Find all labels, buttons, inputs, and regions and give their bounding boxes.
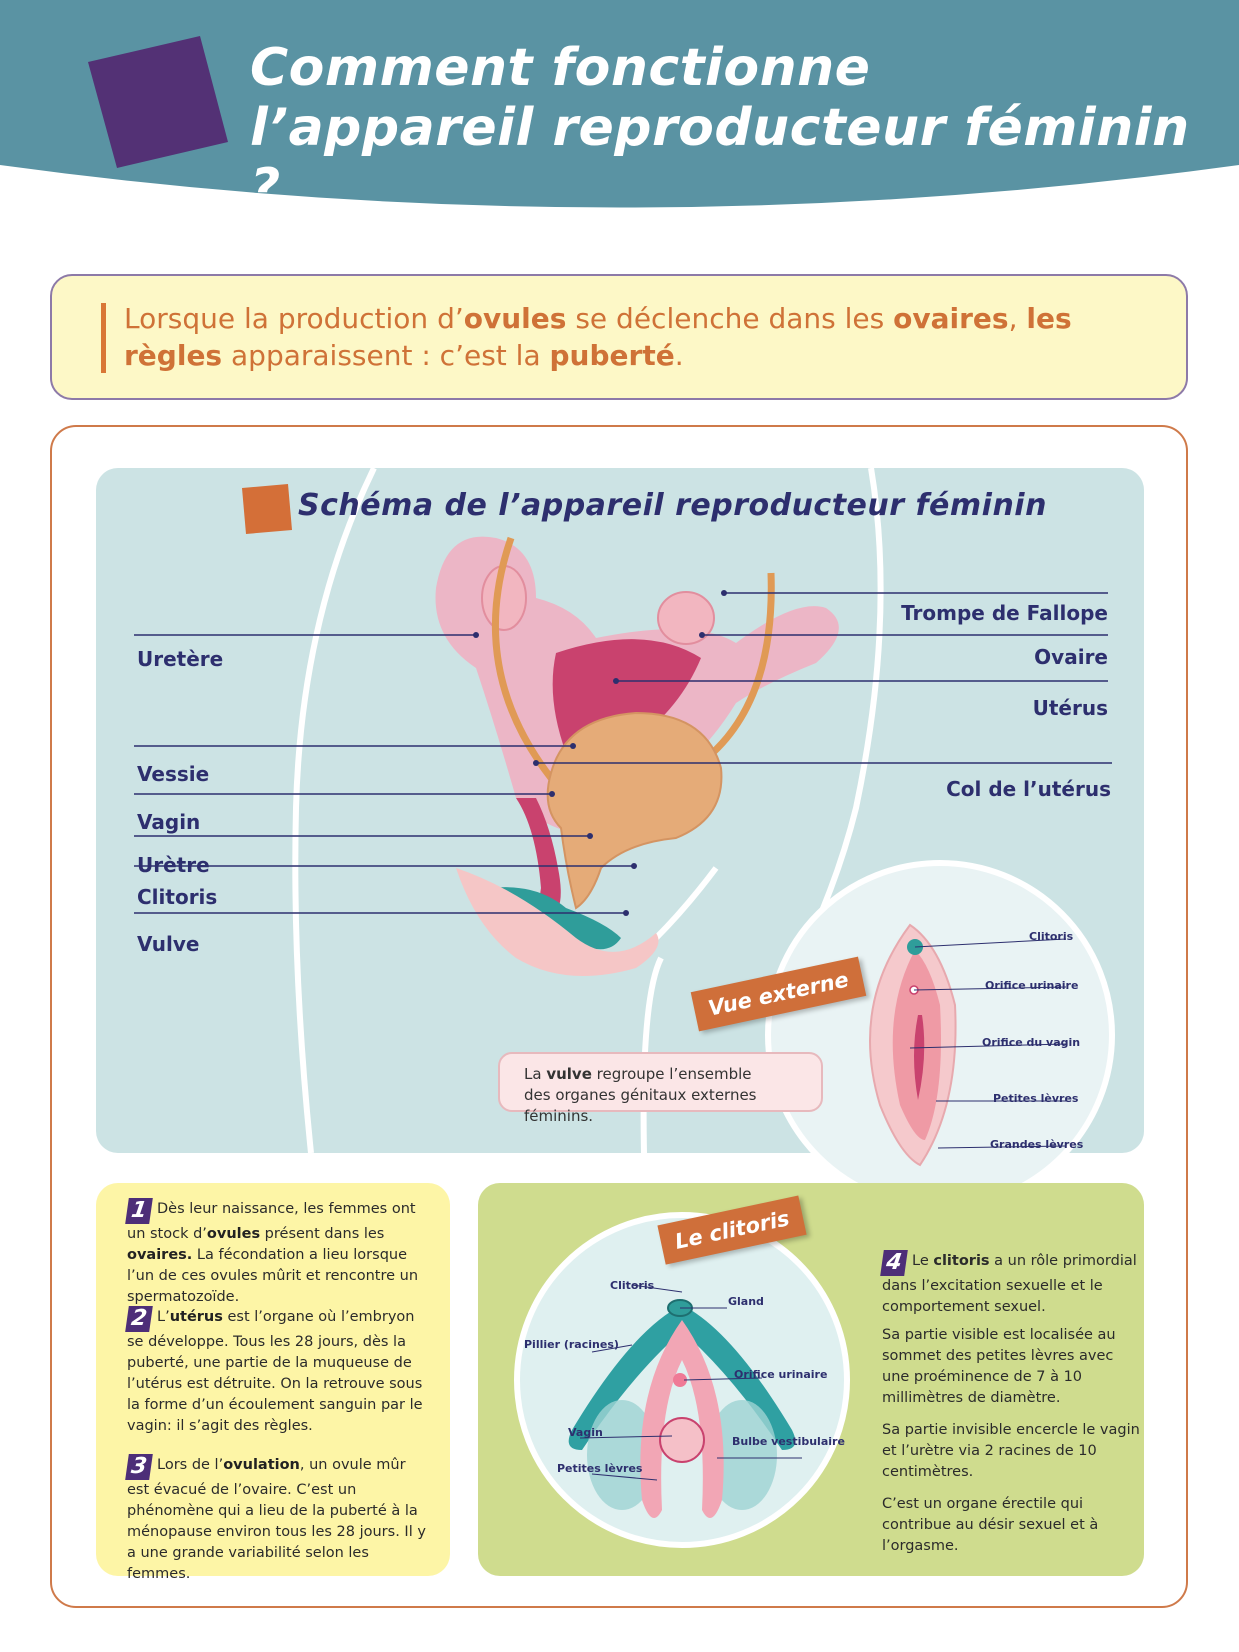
diagram-square-icon [242,484,292,534]
label-vagina: Vagin [137,810,201,834]
label-cervix: Col de l’utérus [946,777,1111,801]
label-uterus: Utérus [1032,696,1108,720]
label-fallopian-tube: Trompe de Fallope [901,601,1108,625]
clitoris-illustration [514,1212,850,1548]
page-title: Comment fonctionne l’appareil reproducte… [250,38,1190,218]
label-urethra: Urètre [137,853,210,877]
ext-label-urinary-orifice: Orifice urinaire [985,979,1079,992]
vulva-note: La vulve regroupe l’ensemble des organes… [498,1052,823,1125]
header-square-icon [88,36,228,168]
clit-label-vagina: Vagin [568,1426,603,1439]
clit-label-vestibular-bulb: Bulbe vestibulaire [732,1435,845,1448]
ext-label-vaginal-orifice: Orifice du vagin [982,1036,1081,1049]
intro-accent-bar [101,303,106,373]
header-band [0,0,1239,208]
intro-text: Lorsque la production d’ovules se déclen… [124,302,1072,372]
external-view-illustration [765,860,1115,1210]
number-badge-4: 4 [880,1250,908,1276]
clit-label-pillar: Pillier (racines) [524,1338,619,1351]
diagram-title: Schéma de l’appareil reproducteur fémini… [298,488,1047,523]
number-badge-2: 2 [125,1306,153,1332]
paragraph-5: Sa partie visible est localisée au somme… [882,1327,1116,1406]
ext-label-labia-minora: Petites lèvres [993,1092,1079,1105]
number-badge-1: 1 [125,1198,153,1224]
clit-label-labia-minora: Petites lèvres [557,1462,643,1475]
label-clitoris: Clitoris [137,885,218,909]
label-vulva: Vulve [137,932,200,956]
paragraph-7: C’est un organe érectile qui contribue a… [882,1496,1099,1554]
label-ovary: Ovaire [1034,645,1108,669]
label-bladder: Vessie [137,762,210,786]
ext-label-clitoris: Clitoris [1029,930,1074,943]
label-ureter: Uretère [137,647,224,671]
ext-label-labia-majora: Grandes lèvres [990,1138,1084,1151]
clit-label-urinary-orifice: Orifice urinaire [734,1368,828,1381]
intro-box: Lorsque la production d’ovules se déclen… [50,274,1188,400]
paragraph-6: Sa partie invisible encercle le vagin et… [882,1422,1140,1480]
clit-label-clitoris: Clitoris [610,1279,655,1292]
clit-label-gland: Gland [728,1295,764,1308]
number-badge-3: 3 [125,1454,153,1480]
info-card-left [96,1183,450,1576]
